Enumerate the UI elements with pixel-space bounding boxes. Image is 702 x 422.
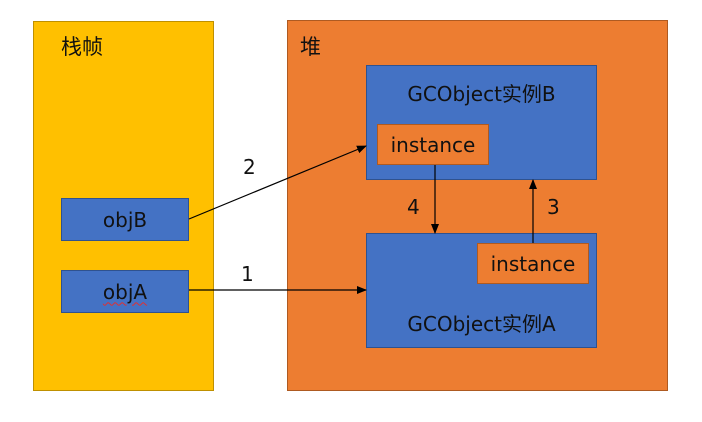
instance-a-field: instance xyxy=(477,243,589,284)
instance-b-field-label: instance xyxy=(390,132,476,157)
arrow-3-label: 3 xyxy=(547,195,560,219)
variable-objB-label: objB xyxy=(102,207,148,232)
arrow-1-label: 1 xyxy=(241,262,254,286)
gcobject-instance-b: GCObject实例B instance xyxy=(366,65,597,180)
arrow-2-label: 2 xyxy=(243,155,256,179)
heap-title: 堆 xyxy=(300,35,321,59)
gcobject-instance-b-title: GCObject实例B xyxy=(407,82,556,106)
variable-objA: objA xyxy=(61,270,189,313)
arrow-4-label: 4 xyxy=(407,195,420,219)
stack-frame-title: 栈帧 xyxy=(61,35,103,59)
instance-a-field-label: instance xyxy=(490,251,576,276)
variable-objA-label: objA xyxy=(102,279,148,304)
gcobject-instance-a: instance GCObject实例A xyxy=(366,233,597,348)
instance-b-field: instance xyxy=(377,124,489,165)
gcobject-instance-a-title: GCObject实例A xyxy=(407,312,556,336)
variable-objB: objB xyxy=(61,198,189,241)
